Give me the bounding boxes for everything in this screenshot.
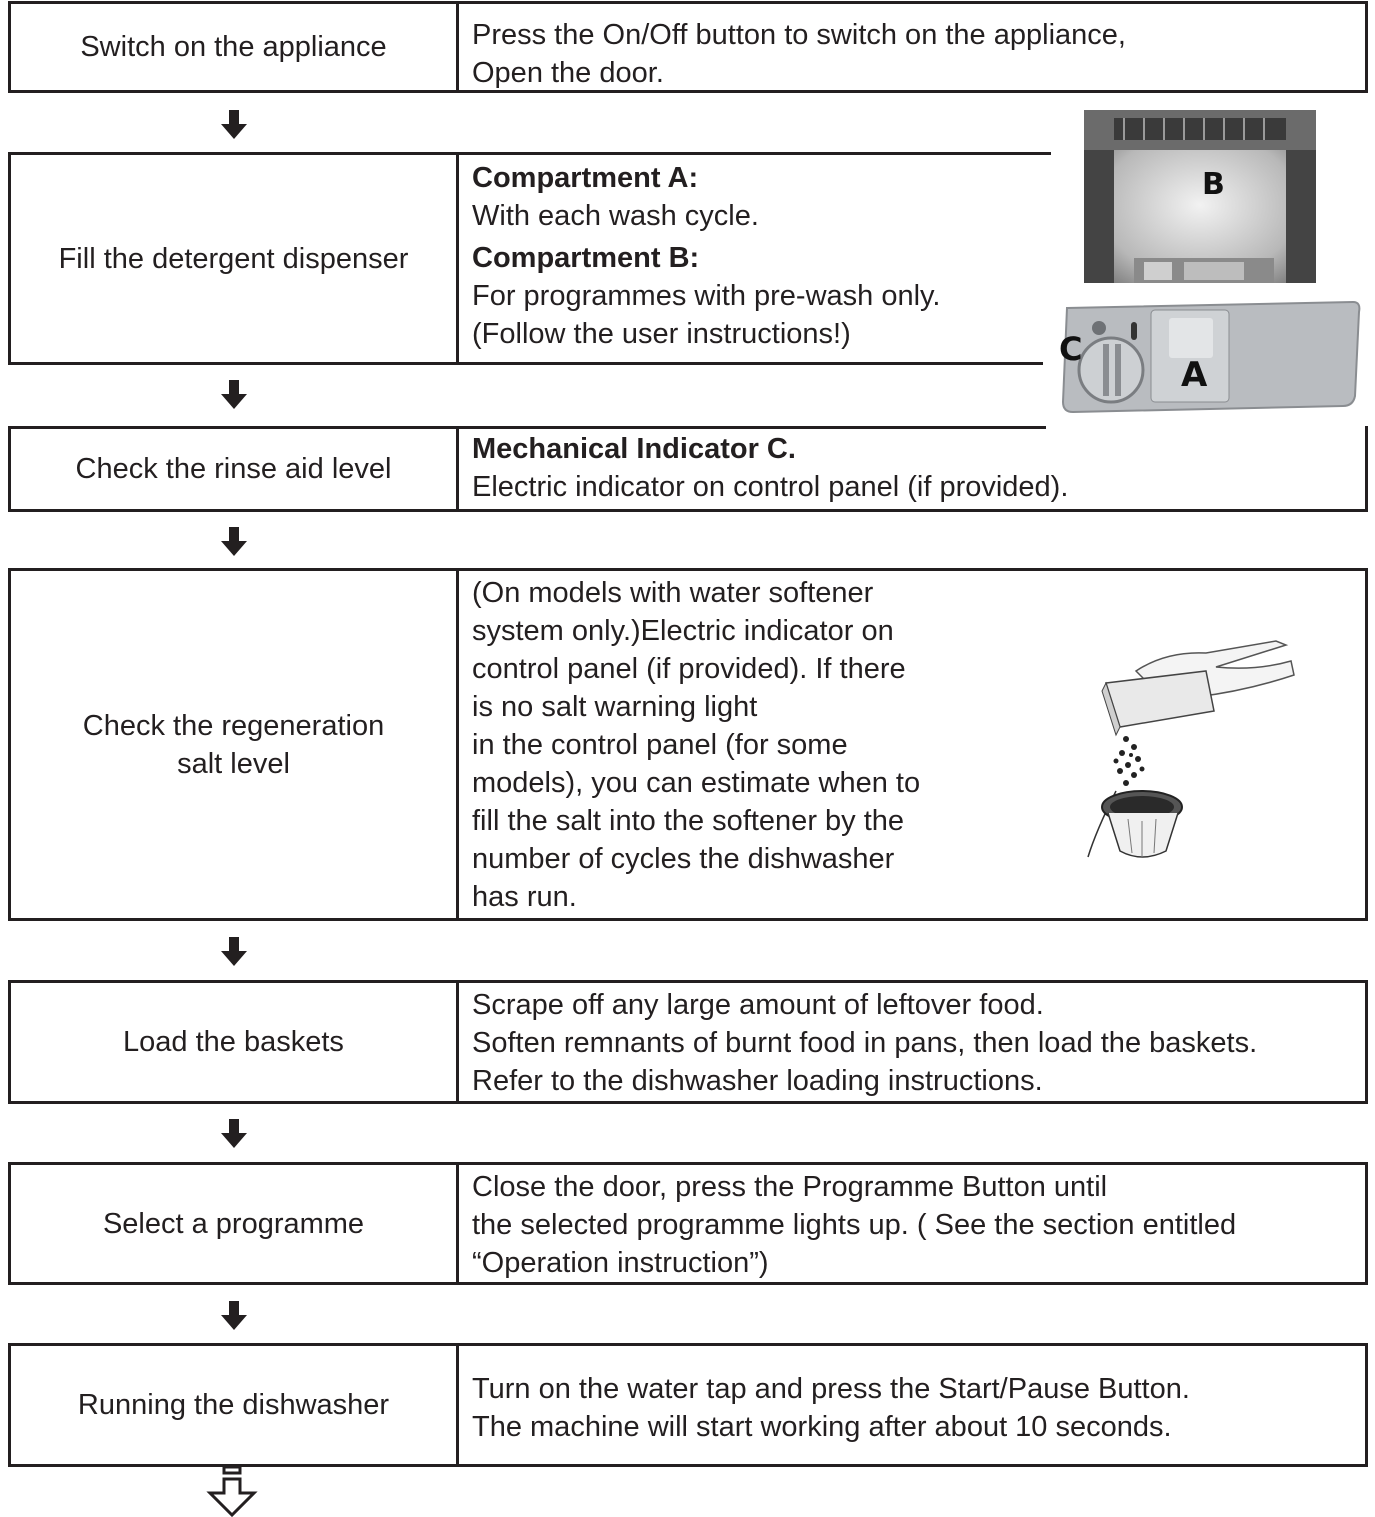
step-running-dishwasher: Running the dishwasher Turn on the water…	[8, 1343, 1368, 1467]
step-description: Press the On/Off button to switch on the…	[472, 4, 1365, 90]
description-line: in the control panel (for some	[472, 729, 848, 761]
compartment-b-text: For programmes with pre-wash only.	[472, 280, 941, 312]
indicator-title: Mechanical Indicator C.	[472, 433, 796, 465]
step-label: Select a programme	[11, 1165, 459, 1282]
salt-pouring-image	[1087, 640, 1295, 858]
arrow-down-icon	[221, 527, 247, 556]
description-line: Soften remnants of burnt food in pans, t…	[472, 1027, 1258, 1059]
top-border	[11, 426, 1046, 429]
description-line: Open the door.	[472, 57, 664, 89]
step-description: Turn on the water tap and press the Star…	[472, 1346, 1365, 1464]
step-fill-detergent: Fill the detergent dispenser Compartment…	[8, 152, 1051, 365]
continue-arrow-icon	[206, 1465, 258, 1517]
arrow-down-icon	[221, 110, 247, 139]
description-line: has run.	[472, 881, 577, 913]
detergent-dispenser-image: C A	[1043, 288, 1365, 428]
description-line: (On models with water softener	[472, 577, 874, 609]
step-description: Scrape off any large amount of leftover …	[472, 983, 1365, 1101]
compartment-b-title: Compartment B:	[472, 242, 700, 274]
step-load-baskets: Load the baskets Scrape off any large am…	[8, 980, 1368, 1104]
step-label: Load the baskets	[11, 983, 459, 1101]
step-description: Compartment A: With each wash cycle. Com…	[472, 155, 1051, 362]
step-label: Fill the detergent dispenser	[11, 155, 459, 362]
arrow-down-icon	[221, 937, 247, 966]
description-line: Refer to the dishwasher loading instruct…	[472, 1065, 1043, 1097]
step-select-programme: Select a programme Close the door, press…	[8, 1162, 1368, 1285]
arrow-down-icon	[221, 1301, 247, 1330]
label-line: Check the regeneration	[82, 709, 385, 742]
description-line: fill the salt into the softener by the	[472, 805, 905, 837]
description-line: The machine will start working after abo…	[472, 1411, 1172, 1443]
description-line: Press the On/Off button to switch on the…	[472, 19, 1126, 51]
compartment-a-text: With each wash cycle.	[472, 200, 759, 232]
description-line: is no salt warning light	[472, 691, 758, 723]
description-line: the selected programme lights up. ( See …	[472, 1209, 1237, 1241]
description-line: system only.)Electric indicator on	[472, 615, 894, 647]
step-label: Check the rinse aid level	[11, 426, 459, 509]
step-label: Check the regeneration salt level	[11, 571, 459, 918]
description-line: “Operation instruction”)	[472, 1247, 769, 1279]
compartment-a-title: Compartment A:	[472, 162, 699, 194]
step-description: (On models with water softener system on…	[472, 571, 1365, 918]
step-regeneration-salt: Check the regeneration salt level (On mo…	[8, 568, 1368, 921]
arrow-down-icon	[221, 380, 247, 409]
step-switch-on: Switch on the appliance Press the On/Off…	[8, 1, 1368, 93]
description-line: Turn on the water tap and press the Star…	[472, 1373, 1190, 1405]
step-description: Mechanical Indicator C. Electric indicat…	[472, 426, 1365, 509]
step-label: Switch on the appliance	[11, 4, 459, 90]
description-line: Electric indicator on control panel (if …	[472, 471, 1069, 503]
label-c: C	[1059, 330, 1082, 368]
description-line: number of cycles the dishwasher	[472, 843, 895, 875]
label-b: B	[1202, 167, 1225, 202]
description-line: control panel (if provided). If there	[472, 653, 906, 685]
label-line: salt level	[177, 747, 290, 780]
step-description: Close the door, press the Programme Butt…	[472, 1165, 1365, 1282]
description-line: models), you can estimate when to	[472, 767, 921, 799]
description-line: Scrape off any large amount of leftover …	[472, 989, 1044, 1021]
label-a: A	[1181, 355, 1208, 395]
description-line: Close the door, press the Programme Butt…	[472, 1171, 1108, 1203]
dishwasher-interior-image: B	[1084, 110, 1316, 283]
step-rinse-aid: Check the rinse aid level Mechanical Ind…	[8, 426, 1368, 512]
arrow-down-icon	[221, 1119, 247, 1148]
step-label: Running the dishwasher	[11, 1346, 459, 1464]
compartment-b-text: (Follow the user instructions!)	[472, 318, 851, 350]
